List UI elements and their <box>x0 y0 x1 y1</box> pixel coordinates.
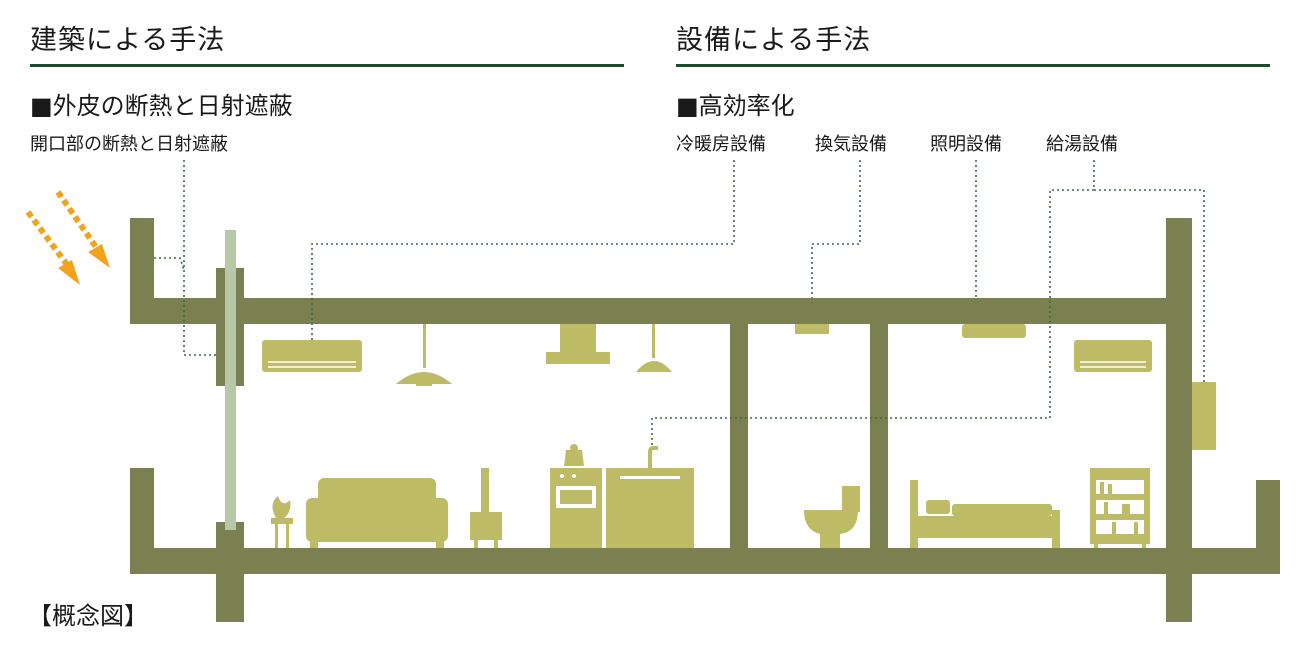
floor-slab <box>130 548 1280 574</box>
window-glazing <box>225 230 236 530</box>
kitchen-sink-icon <box>606 446 694 548</box>
leader-lines <box>154 160 1205 450</box>
pendant-lamp-icon <box>636 324 672 372</box>
pendant-lamp-icon <box>396 324 452 386</box>
air-conditioner-icon <box>1074 340 1152 372</box>
leader-water-heater <box>1093 160 1205 382</box>
stove-icon <box>550 468 602 548</box>
leader-opening <box>183 160 216 356</box>
water-heater-icon <box>1192 382 1216 450</box>
air-conditioner-icon <box>262 340 362 372</box>
equipment-heading: 設備による手法 <box>676 25 872 56</box>
architecture-rule <box>30 64 624 67</box>
sofa-icon <box>306 478 448 548</box>
ventilation-fan-icon <box>795 324 829 334</box>
range-hood-icon <box>546 324 610 364</box>
floor-lamp-icon <box>470 468 502 548</box>
kettle-icon <box>564 444 584 466</box>
partition-wall-2 <box>870 324 888 548</box>
roof-slab <box>130 298 1192 324</box>
bed-icon <box>910 480 1060 548</box>
right-outer-wall <box>1256 480 1280 574</box>
equipment-rule <box>676 64 1270 67</box>
hvac-label: 冷暖房設備 <box>676 134 766 155</box>
leader-opening-top <box>154 257 185 271</box>
right-wall <box>1166 324 1192 622</box>
ceiling-light-icon <box>962 324 1026 338</box>
architecture-subheading: ■外皮の断熱と日射遮蔽 <box>30 92 293 120</box>
diagram-caption: 【概念図】 <box>28 602 148 630</box>
lighting-label: 照明設備 <box>930 134 1002 155</box>
sunlight-arrow-icon <box>25 190 110 285</box>
ventilation-label: 換気設備 <box>815 134 887 155</box>
opening-insulation-label: 開口部の断熱と日射遮蔽 <box>30 134 228 155</box>
building-structure <box>130 218 1280 622</box>
toilet-icon <box>804 486 860 548</box>
plant-table-icon <box>271 496 293 548</box>
water-heating-label: 給湯設備 <box>1046 134 1118 155</box>
right-wall-upper <box>1166 218 1192 324</box>
leader-ventilation <box>811 160 861 298</box>
leader-water-sink <box>651 189 1094 450</box>
leader-hvac <box>311 160 735 340</box>
architecture-heading: 建築による手法 <box>30 25 226 56</box>
equipment-subheading: ■高効率化 <box>676 92 795 120</box>
partition-wall-1 <box>730 324 748 548</box>
bookshelf-icon <box>1090 468 1150 548</box>
